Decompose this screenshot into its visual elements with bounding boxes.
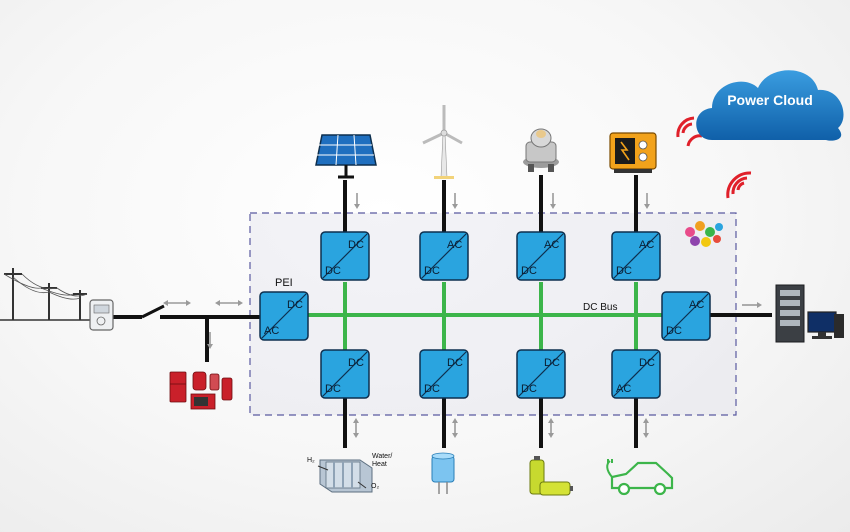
wifi-signal-icon bbox=[676, 116, 752, 199]
converter-top-label: DC bbox=[447, 357, 463, 369]
cloud-icon bbox=[696, 70, 844, 141]
gears-icon bbox=[685, 221, 723, 247]
converter-bottom-label: DC bbox=[424, 265, 440, 277]
converter-bottom-label: AC bbox=[616, 383, 631, 395]
converter-top-label: DC bbox=[348, 357, 364, 369]
fuelcell-heat-label: Heat bbox=[372, 461, 387, 468]
converter-top-label: AC bbox=[639, 239, 654, 251]
converter-bottom-label: DC bbox=[325, 265, 341, 277]
battery-icon bbox=[529, 456, 573, 496]
generator-icon bbox=[609, 132, 657, 173]
solar-panel-icon bbox=[315, 134, 377, 179]
converter-top-label: DC bbox=[639, 357, 655, 369]
converter-wind[interactable]: AC DC bbox=[419, 231, 469, 281]
converter-top-label: AC bbox=[689, 299, 704, 311]
converter-bottom-label: DC bbox=[616, 265, 632, 277]
converter-top-label: DC bbox=[544, 357, 560, 369]
converter-top-label: DC bbox=[348, 239, 364, 251]
bottom-feeders bbox=[343, 398, 638, 448]
meter-icon bbox=[89, 299, 114, 331]
converter-top-label: DC bbox=[287, 299, 303, 311]
pei-label: PEI bbox=[275, 277, 293, 289]
converter-bottom-label: DC bbox=[325, 383, 341, 395]
converter-capacitor[interactable]: DC DC bbox=[419, 349, 469, 399]
converter-load[interactable]: AC DC bbox=[661, 291, 711, 341]
converter-top-label: AC bbox=[447, 239, 462, 251]
top-feeders bbox=[343, 175, 638, 232]
flow-arrows bbox=[163, 193, 762, 438]
capacitor-icon bbox=[431, 452, 455, 494]
dc-bus bbox=[306, 282, 665, 350]
micro-turbine-icon bbox=[523, 128, 559, 172]
converter-genset[interactable]: AC DC bbox=[611, 231, 661, 281]
fuelcell-o2-label: O₂ bbox=[371, 483, 379, 490]
fuel-cell-icon: H₂ Water/ Heat O₂ bbox=[307, 453, 392, 493]
utility-pole-icon bbox=[0, 268, 90, 321]
grid-feeder bbox=[113, 304, 772, 362]
computer-icon bbox=[807, 311, 844, 339]
converter-bottom-label: DC bbox=[424, 383, 440, 395]
converter-fuelcell[interactable]: DC DC bbox=[320, 349, 370, 399]
converter-bottom-label: DC bbox=[521, 383, 537, 395]
appliances-icon bbox=[169, 371, 233, 410]
converter-bottom-label: DC bbox=[521, 265, 537, 277]
converter-bottom-label: AC bbox=[264, 325, 279, 337]
converter-battery[interactable]: DC DC bbox=[516, 349, 566, 399]
fuelcell-h2-label: H₂ bbox=[307, 457, 315, 464]
fuelcell-water-label: Water/ bbox=[372, 453, 392, 460]
wind-turbine-icon bbox=[422, 105, 463, 179]
converter-pei[interactable]: DC AC bbox=[259, 291, 309, 341]
power-cloud-label: Power Cloud bbox=[727, 92, 813, 108]
server-icon bbox=[775, 284, 805, 343]
converter-top-label: AC bbox=[544, 239, 559, 251]
converter-turbine[interactable]: AC DC bbox=[516, 231, 566, 281]
ev-car-icon bbox=[606, 459, 674, 496]
converter-bottom-label: DC bbox=[666, 325, 682, 337]
dc-bus-label: DC Bus bbox=[583, 302, 617, 313]
converter-solar[interactable]: DC DC bbox=[320, 231, 370, 281]
converter-ev[interactable]: DC AC bbox=[611, 349, 661, 399]
